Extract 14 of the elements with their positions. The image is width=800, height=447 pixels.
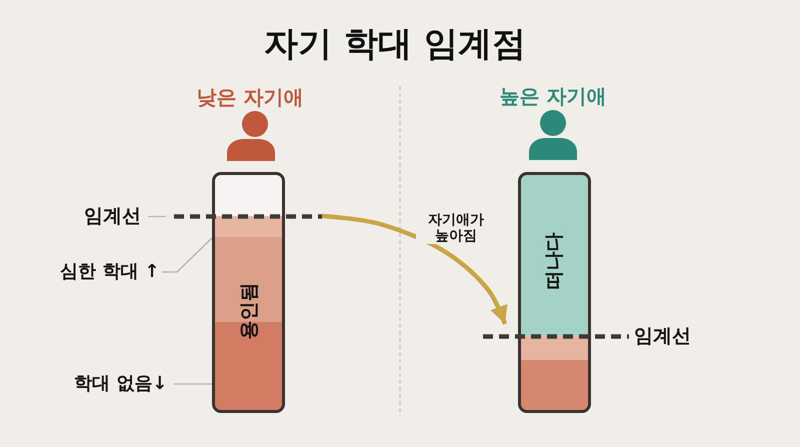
diagram-title: 자기 학대 임계점 xyxy=(263,24,527,64)
tube-label: 용인됨 xyxy=(238,282,260,340)
threshold-label: 임계선 xyxy=(634,324,692,348)
group-heading: 낮은 자기애 xyxy=(196,84,304,110)
annotation-label: 학대 없음↓ xyxy=(74,371,174,397)
tube-gauge xyxy=(518,172,591,413)
annotation-label: 심한 학대 ↑ xyxy=(60,259,162,285)
leader-line xyxy=(174,383,212,385)
threshold-label: 임계선 xyxy=(84,204,142,228)
tube-gauge xyxy=(212,172,285,413)
group-heading: 높은 자기애 xyxy=(498,83,608,109)
leader-line xyxy=(162,238,212,273)
tube-label: 떠나다 xyxy=(543,232,565,290)
curved-arrow xyxy=(322,214,508,325)
